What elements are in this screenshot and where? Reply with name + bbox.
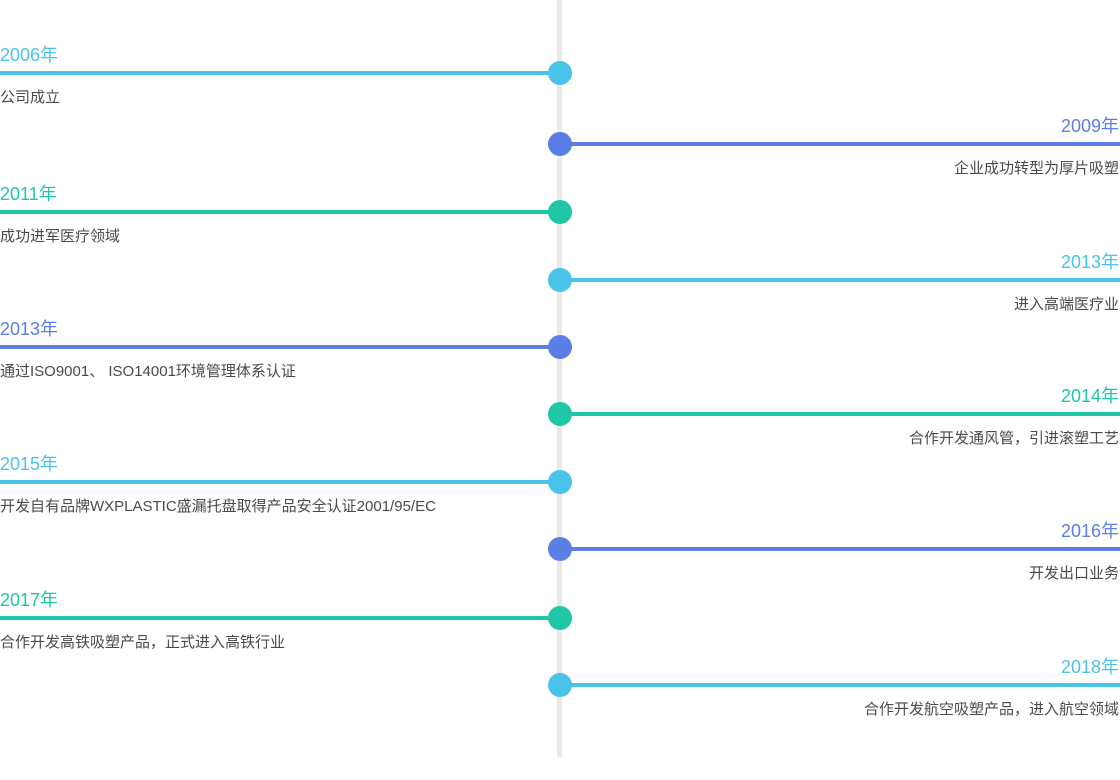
entry-connector-line (560, 412, 1120, 416)
entry-description: 开发自有品牌WXPLASTIC盛漏托盘取得产品安全认证2001/95/EC (0, 498, 436, 515)
entry-year: 2018年 (1060, 657, 1119, 677)
entry-description: 进入高端医疗业 (1013, 296, 1119, 313)
entry-description: 合作开发高铁吸塑产品，正式进入高铁行业 (0, 634, 286, 651)
entry-connector-line (0, 480, 560, 484)
entry-year: 2011年 (0, 184, 57, 204)
entry-dot (548, 673, 572, 697)
entry-description: 合作开发通风管，引进滚塑工艺 (908, 430, 1119, 447)
entry-year: 2009年 (1060, 116, 1119, 136)
entry-connector-line (0, 345, 560, 349)
entry-description: 通过ISO9001、 ISO14001环境管理体系认证 (0, 363, 296, 380)
entry-description: 企业成功转型为厚片吸塑 (953, 160, 1119, 177)
entry-description: 公司成立 (0, 89, 61, 106)
entry-connector-line (0, 616, 560, 620)
entry-description: 成功进军医疗领域 (0, 228, 121, 245)
entry-connector-line (560, 142, 1120, 146)
entry-connector-line (560, 278, 1120, 282)
entry-dot (548, 61, 572, 85)
entry-dot (548, 335, 572, 359)
entry-year: 2017年 (0, 590, 59, 610)
entry-year: 2013年 (0, 319, 59, 339)
entry-year: 2015年 (0, 454, 59, 474)
entry-year: 2014年 (1060, 386, 1119, 406)
entry-dot (548, 537, 572, 561)
entry-year: 2006年 (0, 45, 59, 65)
entry-dot (548, 402, 572, 426)
entry-dot (548, 268, 572, 292)
entry-dot (548, 200, 572, 224)
entry-description: 开发出口业务 (1028, 565, 1119, 582)
entry-connector-line (560, 683, 1120, 687)
entry-dot (548, 470, 572, 494)
entry-connector-line (0, 71, 560, 75)
entry-dot (548, 132, 572, 156)
entry-connector-line (560, 547, 1120, 551)
timeline-vertical-axis (557, 0, 562, 757)
entry-description: 合作开发航空吸塑产品，进入航空领域 (863, 701, 1119, 718)
entry-year: 2013年 (1060, 252, 1119, 272)
entry-year: 2016年 (1060, 521, 1119, 541)
entry-dot (548, 606, 572, 630)
entry-connector-line (0, 210, 560, 214)
